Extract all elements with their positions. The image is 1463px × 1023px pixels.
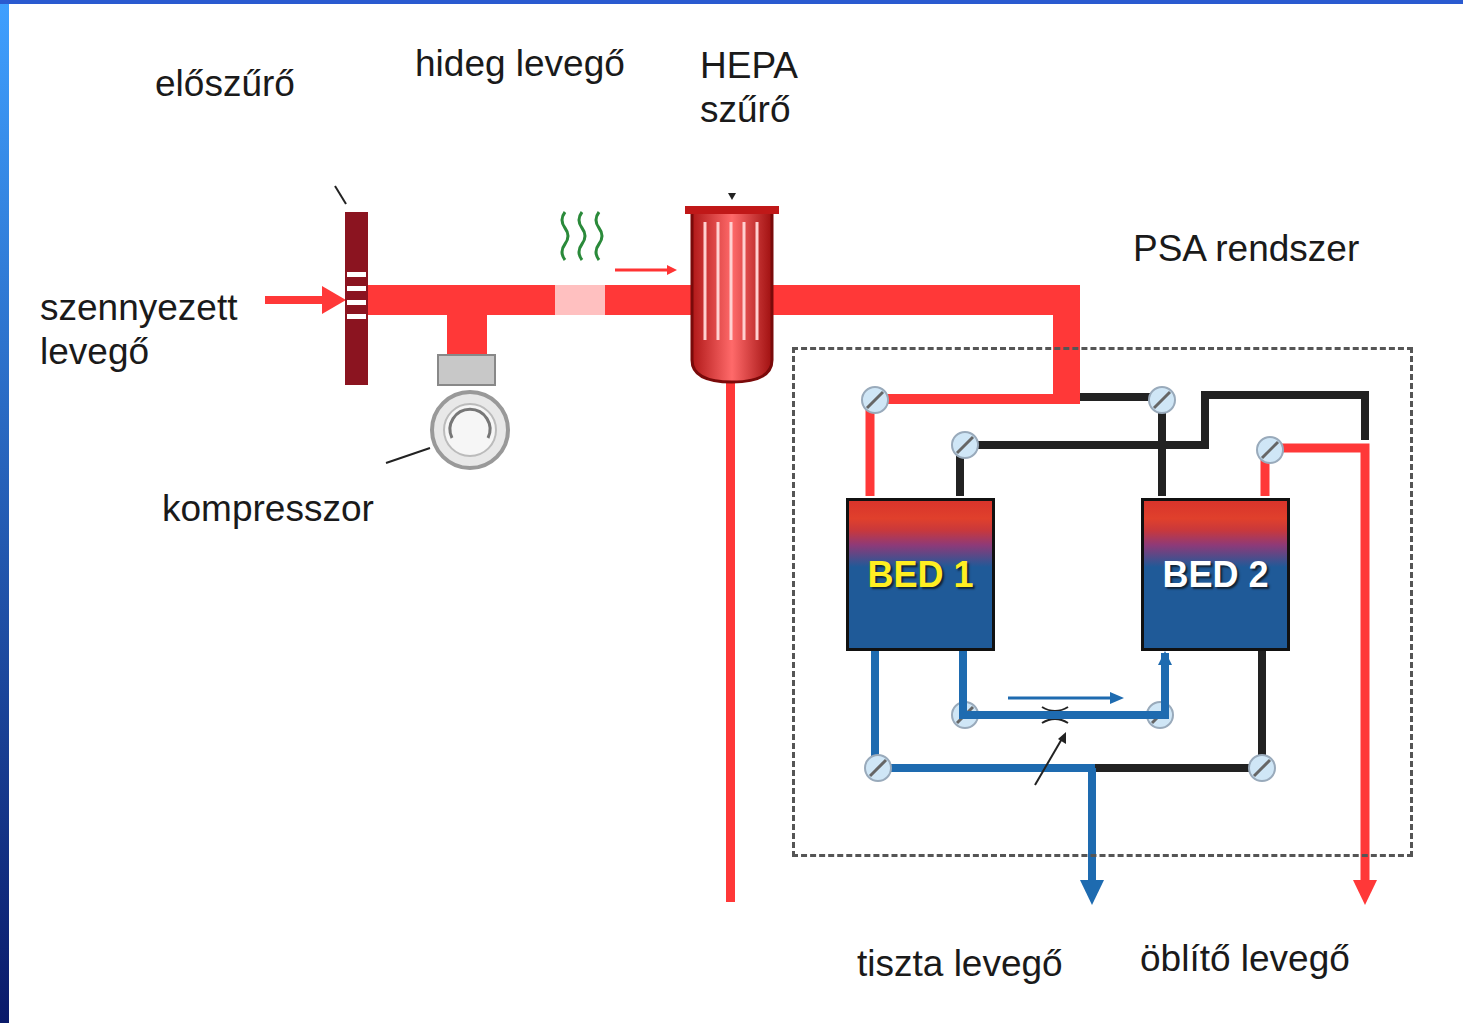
bed-label: BED 2 bbox=[1162, 554, 1268, 596]
part-label: kompresszor bbox=[162, 487, 374, 531]
part-label: HEPA szűrő bbox=[700, 44, 830, 133]
part-label: szennyezett levegő bbox=[40, 286, 265, 375]
adsorber-bed: BED 2 bbox=[1141, 498, 1290, 651]
part-label: tiszta levegő bbox=[857, 942, 1063, 986]
part-label: hideg levegő bbox=[415, 42, 625, 86]
part-label: előszűrő bbox=[155, 62, 295, 106]
bed-label: BED 1 bbox=[867, 554, 973, 596]
system-title: PSA rendszer bbox=[1133, 228, 1359, 270]
part-label: öblítő levegő bbox=[1140, 937, 1350, 981]
purge-pipe bbox=[963, 651, 1165, 715]
system-boundary: PSA rendszerBED 1BED 2 bbox=[792, 347, 1413, 857]
adsorber-bed: BED 1 bbox=[846, 498, 995, 651]
